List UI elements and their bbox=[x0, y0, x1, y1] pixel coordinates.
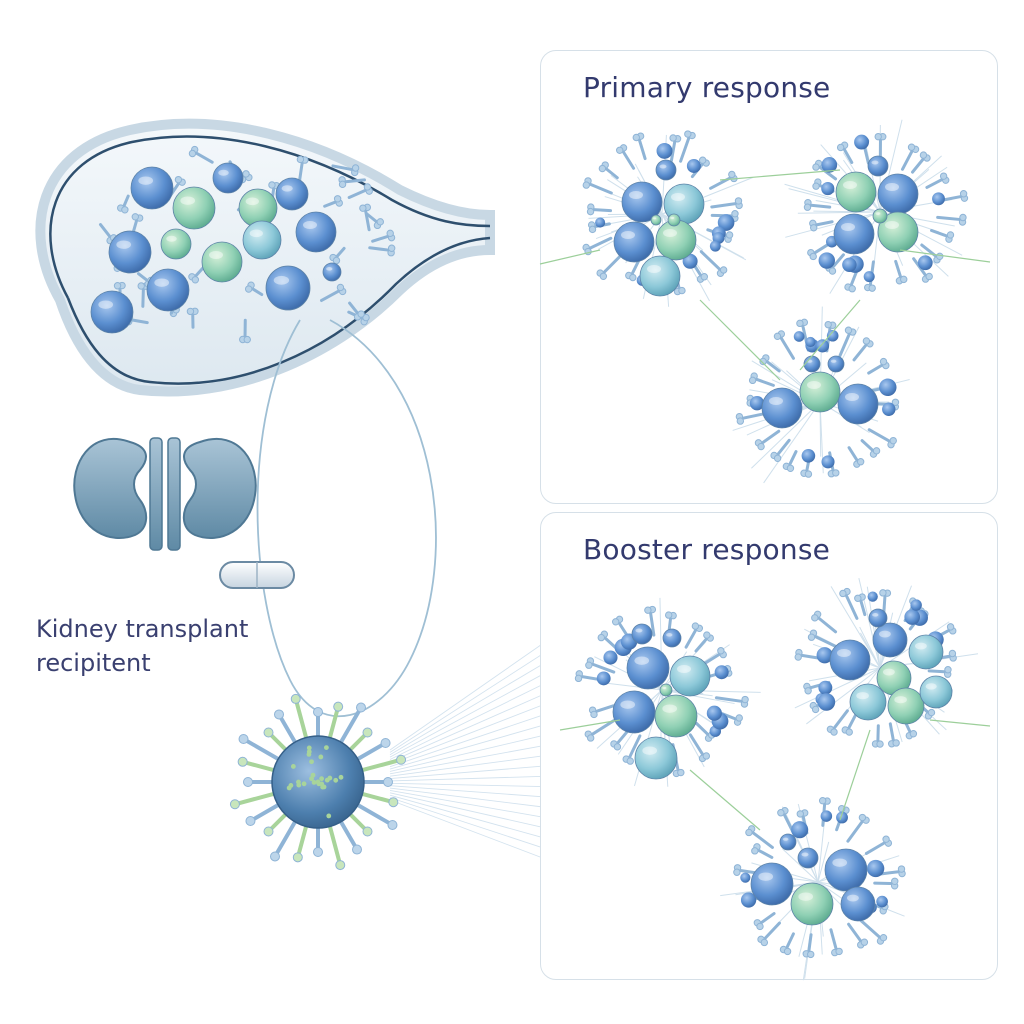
projection-rays bbox=[389, 639, 549, 861]
lymphocyte bbox=[295, 211, 337, 253]
connector-line bbox=[256, 319, 437, 718]
lymphocyte bbox=[172, 186, 216, 230]
lymphocyte bbox=[160, 228, 192, 260]
lymphocyte bbox=[322, 262, 342, 282]
caption: Kidney transplant recipitent bbox=[36, 612, 336, 680]
lymphocyte bbox=[242, 220, 282, 260]
lymphocyte bbox=[130, 166, 174, 210]
booster-response-panel: Booster response bbox=[540, 512, 998, 980]
lymphocyte bbox=[90, 290, 134, 334]
lymph-node-icon bbox=[35, 118, 495, 397]
caption-line-1: Kidney transplant bbox=[36, 615, 249, 643]
pill-icon bbox=[219, 561, 295, 589]
virus-icon bbox=[229, 693, 407, 871]
lymphocyte bbox=[146, 268, 190, 312]
lymphocyte bbox=[212, 162, 244, 194]
primary-response-panel: Primary response bbox=[540, 50, 998, 504]
kidney-icon bbox=[73, 437, 257, 551]
lymphocyte bbox=[201, 241, 243, 283]
lymphocyte bbox=[275, 177, 309, 211]
lymphocyte bbox=[108, 230, 152, 274]
booster-response-title: Booster response bbox=[583, 533, 831, 566]
primary-response-title: Primary response bbox=[583, 71, 831, 104]
lymphocyte bbox=[265, 265, 311, 311]
caption-line-2: recipitent bbox=[36, 649, 151, 677]
